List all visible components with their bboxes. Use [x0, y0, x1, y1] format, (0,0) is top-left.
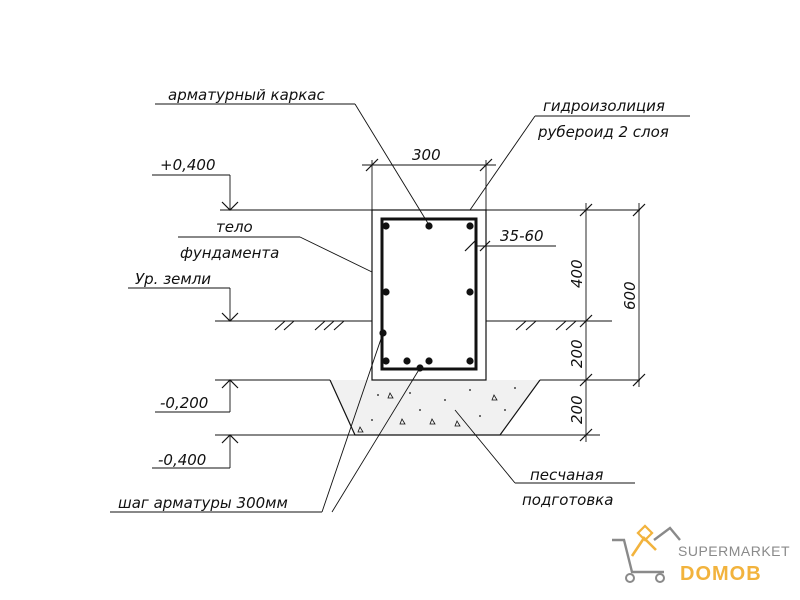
elev-mark-m200: [155, 379, 239, 413]
elev-mark-m400: [152, 434, 239, 469]
label-elev-m200: -0,200: [160, 394, 208, 412]
elev-mark-ground: [128, 287, 239, 322]
label-sand-2: подготовка: [522, 491, 613, 509]
logo-text-domov: DOMOB: [680, 563, 762, 585]
foundation-body: [371, 209, 487, 381]
label-waterproofing-1: гидроизолиция: [543, 97, 665, 115]
label-dim-200-upper: 200: [568, 339, 586, 368]
label-ground-level: Ур. земли: [135, 270, 211, 288]
rebar-bars: [379, 222, 474, 372]
brand-logo: SUPERMARKET DOMOB: [612, 524, 790, 585]
label-dim-600: 600: [621, 281, 639, 310]
logo-text-supermarket: SUPERMARKET: [678, 543, 790, 559]
label-dim-width: 300: [412, 146, 441, 164]
label-elev-m400: -0,400: [158, 451, 206, 469]
leader-lines: [110, 103, 690, 513]
cart-house-icon: [612, 524, 681, 583]
rebar-cage: [380, 217, 478, 371]
sand-bedding-fill: [330, 380, 540, 435]
ground-hatch: [274, 320, 577, 331]
dim-cover: [464, 240, 556, 252]
label-body-2: фундамента: [180, 244, 279, 262]
label-dim-400: 400: [568, 259, 586, 288]
sand-bedding-marks: [357, 387, 516, 433]
label-sand-1: песчаная: [530, 466, 603, 484]
dim-vertical-inner: [579, 203, 593, 442]
elev-mark-top: [152, 174, 239, 211]
label-waterproofing-2: рубероид 2 слоя: [537, 123, 669, 141]
label-rebar-step: шаг арматуры 300мм: [118, 494, 288, 512]
label-dim-200-sand: 200: [568, 395, 586, 424]
label-body-1: тело: [216, 218, 253, 236]
dim-vertical-outer: [632, 203, 646, 387]
label-rebar-cage: арматурный каркас: [168, 86, 326, 104]
dim-width: [362, 158, 496, 210]
label-cover: 35-60: [500, 227, 544, 245]
label-elev-top: +0,400: [160, 156, 216, 174]
sand-bedding-outline: [329, 379, 541, 436]
